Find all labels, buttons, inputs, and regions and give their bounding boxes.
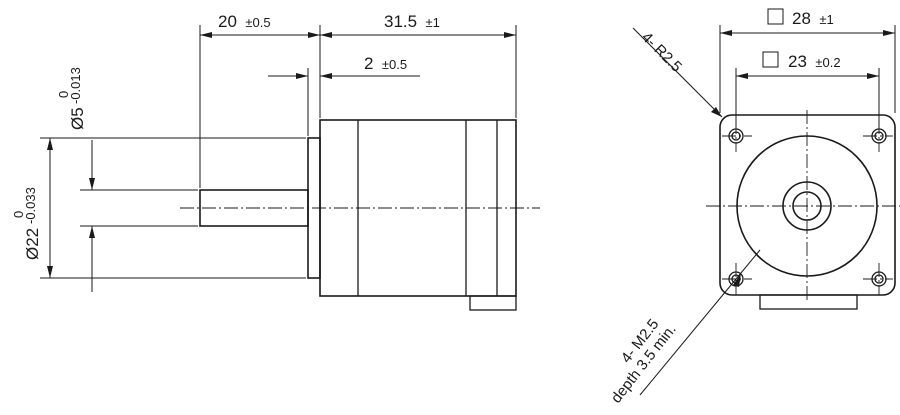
flange-size-label: 28 ±1 — [792, 9, 834, 28]
arrowhead — [308, 32, 320, 38]
square-symbol — [767, 8, 784, 25]
arrowhead — [720, 30, 732, 36]
flange-outline — [719, 114, 896, 296]
shaft-length-label: 20 ±0.5 — [218, 12, 271, 31]
leader-line — [639, 278, 737, 396]
arrowhead — [867, 73, 879, 79]
arrowhead — [711, 107, 722, 117]
front-view: 28 ±1 23 ±0.2 4- R2.5 4- M2.5 depth 3.5 … — [608, 8, 900, 406]
connector — [759, 294, 858, 310]
hole-spacing-label: 23 ±0.2 — [788, 52, 841, 71]
pilot-diameter-tol-lower: -0.033 — [23, 187, 38, 224]
arrowhead — [736, 73, 748, 79]
arrowhead — [320, 32, 332, 38]
shaft-diameter-tol-upper: 0 — [56, 91, 71, 98]
arrowhead — [296, 73, 308, 79]
leader-line — [735, 249, 761, 280]
mounting-holes — [728, 128, 887, 287]
leader-line — [632, 27, 723, 118]
arrowhead — [883, 30, 895, 36]
pilot-diameter-label: Ø22 — [23, 228, 42, 260]
arrowhead — [320, 73, 332, 79]
arrowhead — [47, 266, 53, 278]
arrowhead — [733, 273, 741, 287]
arrowhead — [89, 178, 95, 190]
arrowhead — [504, 32, 516, 38]
pilot-length-label: 2 ±0.5 — [364, 54, 407, 73]
radius-note: 4- R2.5 — [638, 29, 685, 76]
arrowhead — [200, 32, 212, 38]
shaft-diameter-tol-lower: -0.013 — [68, 67, 83, 104]
square-symbol — [762, 51, 779, 68]
shaft-diameter-label: Ø5 — [68, 107, 87, 130]
arrowhead — [89, 226, 95, 238]
body-length-label: 31.5 ±1 — [384, 12, 440, 31]
connector — [469, 295, 517, 311]
arrowhead — [47, 138, 53, 150]
side-view: 20 ±0.5 31.5 ±1 2 ±0.5 Ø22 0 -0.033 — [11, 12, 540, 311]
pilot-diameter-tol-upper: 0 — [11, 211, 26, 218]
